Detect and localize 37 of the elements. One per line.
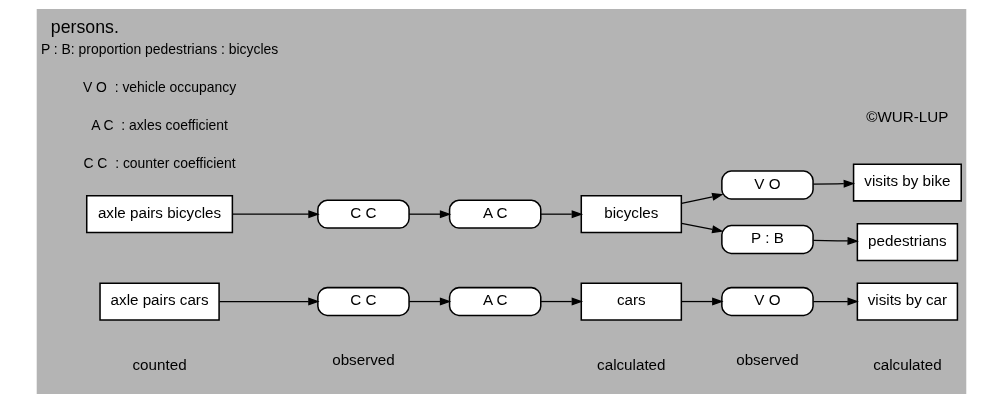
arrow <box>540 297 584 306</box>
node-box: visits by bike <box>852 162 962 202</box>
label: observed <box>736 350 799 368</box>
arrow <box>408 209 452 218</box>
arrow <box>812 297 859 306</box>
node-box: axle pairs cars <box>99 281 220 321</box>
arrow <box>218 297 320 306</box>
node-box: axle pairs bicycles <box>85 194 234 233</box>
node-box: A C <box>448 286 542 316</box>
arrow <box>231 209 320 218</box>
node-box: C C <box>317 198 410 229</box>
node-box: bicycles <box>580 194 683 233</box>
node-box: pedestrians <box>856 222 959 261</box>
arrow <box>408 297 452 306</box>
label: observed <box>332 350 395 368</box>
node-box: V O <box>721 286 814 316</box>
label: calculated <box>597 355 666 373</box>
label: C C : counter coefficient <box>83 154 236 171</box>
arrow <box>680 222 724 233</box>
arrow <box>680 297 724 306</box>
arrow <box>680 192 724 204</box>
label: counted <box>132 355 187 373</box>
node-box: C C <box>317 286 410 316</box>
node-box: visits by car <box>856 281 959 321</box>
arrow <box>540 209 584 218</box>
node-box: V O <box>721 169 814 200</box>
label: P : B: proportion pedestrians : bicycles <box>40 40 279 57</box>
node-box: P : B <box>721 224 814 254</box>
node-box: A C <box>448 198 542 229</box>
label: calculated <box>873 355 942 373</box>
label: ©WUR-LUP <box>866 107 949 125</box>
arrow <box>812 179 856 188</box>
label: A C : axles coefficient <box>91 116 228 133</box>
label: V O : vehicle occupancy <box>82 78 237 95</box>
caption: persons. <box>50 16 119 37</box>
arrow <box>812 236 859 245</box>
node-box: cars <box>580 281 683 321</box>
